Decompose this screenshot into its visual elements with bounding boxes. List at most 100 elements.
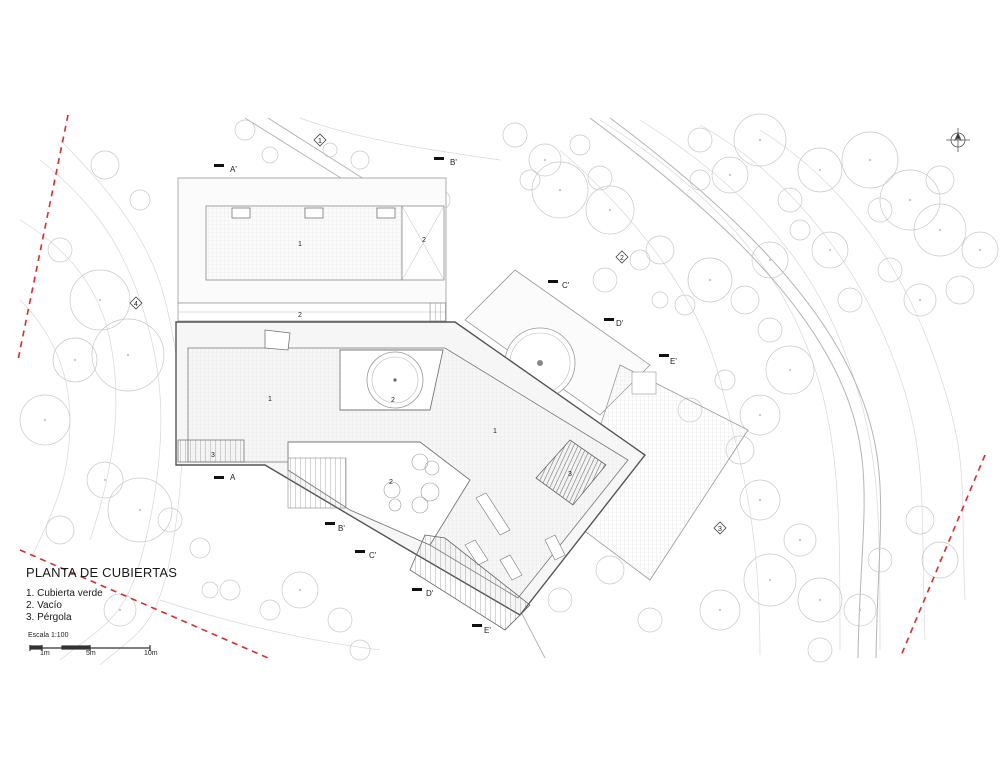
tree-57 [743, 553, 797, 607]
section-label-1: A' [230, 165, 237, 174]
tree-trunk-28 [758, 138, 762, 142]
tree-46 [757, 317, 783, 343]
tree-52 [645, 235, 675, 265]
tree-trunk-70 [298, 588, 302, 592]
scale-tick-1m: 1m [40, 650, 50, 657]
tree-50 [714, 369, 736, 391]
elevation-marker-label-1: 2 [620, 255, 624, 262]
zone-label-7: 3 [568, 471, 572, 478]
tree-28 [733, 113, 787, 167]
tree-72 [349, 639, 371, 661]
tree-trunk-33 [868, 158, 872, 162]
tree-70 [281, 571, 319, 609]
tree-42 [687, 257, 733, 303]
tree-8 [107, 477, 173, 543]
tree-33 [841, 131, 899, 189]
tree-43 [730, 285, 760, 315]
property-boundary [17, 114, 986, 659]
scale-bar [29, 645, 151, 651]
section-bar-7 [604, 318, 614, 321]
tree-trunk-32 [818, 168, 822, 172]
tree-41 [837, 287, 863, 313]
tree-27 [711, 156, 749, 194]
tree-62 [547, 587, 573, 613]
section-bar-4 [355, 550, 365, 553]
section-bar-2 [325, 522, 335, 525]
scale-tick-10m: 10m [144, 650, 158, 657]
tree-trunk-7 [103, 478, 107, 482]
tree-trunk-55 [758, 498, 762, 502]
tree-trunk-4 [73, 358, 77, 362]
tree-trunk-42 [708, 278, 712, 282]
tree-6 [19, 394, 71, 446]
zone-label-4: 2 [391, 397, 395, 404]
tree-26 [689, 169, 711, 191]
tree-trunk-20 [558, 188, 562, 192]
elevation-marker-label-2: 3 [718, 526, 722, 533]
zone-label-2: 2 [298, 312, 302, 319]
tree-58 [797, 577, 843, 623]
tree-68 [219, 579, 241, 601]
tree-39 [903, 283, 937, 317]
elevation-markers: 1 2 3 4 [129, 133, 727, 535]
tree-59 [699, 589, 741, 631]
tree-29 [777, 187, 803, 213]
tree-trunk-6 [43, 418, 47, 422]
tree-53 [961, 231, 999, 269]
tree-5 [91, 318, 165, 392]
tree-44 [674, 294, 696, 316]
tree-61 [595, 555, 625, 585]
legend-item-pergola: 3. Pérgola [26, 612, 72, 623]
section-label-4: C' [369, 551, 377, 560]
tree-trunk-8 [138, 508, 142, 512]
north-arrow [946, 128, 970, 152]
section-bar-1 [214, 164, 224, 167]
tree-16 [502, 122, 528, 148]
legend-title: PLANTA DE CUBIERTAS [26, 565, 178, 580]
tree-trunk-66 [858, 608, 862, 612]
tree-trunk-74 [118, 608, 122, 612]
tree-71 [327, 607, 353, 633]
tree-13 [350, 150, 370, 170]
tree-1 [129, 189, 151, 211]
tree-35 [925, 165, 955, 195]
scale-label: Escala 1:100 [28, 632, 69, 639]
tree-0 [90, 150, 120, 180]
zone-label-6: 2 [389, 479, 393, 486]
tree-trunk-34 [908, 198, 912, 202]
terrain-contours [19, 117, 966, 666]
tree-trunk-36 [938, 228, 942, 232]
elevation-marker-0 [313, 133, 327, 147]
section-markers: AA'B'B'C'C'D'D'E'E' [214, 157, 677, 635]
tree-56 [783, 523, 817, 557]
section-label-8: E' [484, 626, 491, 635]
tree-trunk-56 [798, 538, 802, 542]
tree-trunk-58 [818, 598, 822, 602]
tree-4 [52, 337, 98, 383]
tree-21 [519, 169, 541, 191]
tree-45 [651, 291, 669, 309]
section-bar-5 [548, 280, 558, 283]
tree-24 [629, 249, 651, 271]
zone-label-1: 2 [422, 237, 426, 244]
tree-38 [877, 257, 903, 283]
tree-25 [687, 127, 713, 153]
elevation-marker-label-3: 4 [134, 301, 138, 308]
tree-40 [811, 231, 849, 269]
tree-36 [913, 203, 967, 257]
tree-trunk-5 [126, 353, 130, 357]
section-bar-8 [472, 624, 482, 627]
tree-10 [189, 537, 211, 559]
tree-54 [945, 275, 975, 305]
scale-block: Escala 1:100 1m 5m 10m [28, 632, 168, 662]
section-label-6: D' [426, 589, 434, 598]
tree-11 [234, 119, 256, 141]
tree-trunk-39 [918, 298, 922, 302]
zone-label-5: 1 [493, 428, 497, 435]
tree-trunk-17 [543, 158, 547, 162]
tree-12 [261, 146, 279, 164]
tree-trunk-53 [978, 248, 982, 252]
tree-34 [879, 169, 941, 231]
